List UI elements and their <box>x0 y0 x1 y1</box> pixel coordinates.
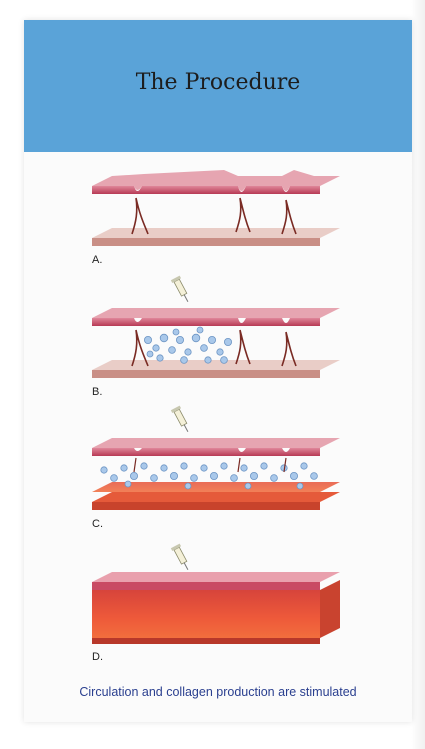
panel-c-diagram <box>92 406 340 510</box>
syringe-icon <box>171 406 193 435</box>
panel-a-diagram <box>92 170 340 246</box>
syringe-icon <box>171 276 193 305</box>
procedure-illustration: A. <box>24 20 412 722</box>
panel-b-label: B. <box>92 386 102 398</box>
page-edge-shadow <box>411 0 425 749</box>
caption: Circulation and collagen production are … <box>24 685 412 699</box>
procedure-card: The Procedure <box>24 20 412 722</box>
panel-a-label: A. <box>92 254 102 266</box>
panel-d-label: D. <box>92 651 103 663</box>
panel-d-diagram <box>92 544 340 644</box>
panel-c-label: C. <box>92 518 103 530</box>
syringe-icon <box>171 544 193 573</box>
panel-b-diagram <box>92 276 340 378</box>
